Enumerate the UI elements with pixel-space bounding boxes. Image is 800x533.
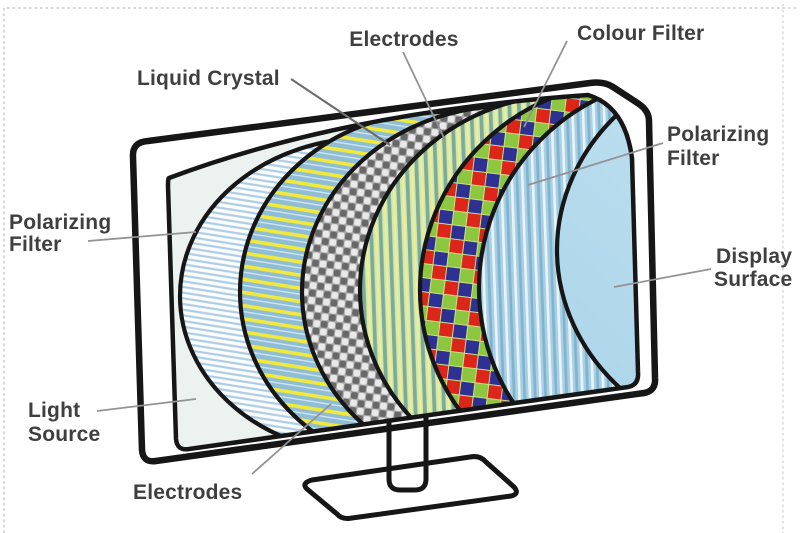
monitor-stand-neck bbox=[386, 412, 429, 493]
layer-display-surface bbox=[554, 95, 639, 450]
leader-colour-filter bbox=[523, 40, 568, 128]
page-dashed-border bbox=[3, 7, 796, 533]
label-polarizing-filter-right-line1: Polarizing bbox=[667, 123, 769, 146]
label-polarizing-filter-right-line2: Filter bbox=[667, 147, 720, 170]
leader-polarizing-right bbox=[527, 142, 664, 186]
label-liquid-crystal: Liquid Crystal bbox=[137, 67, 280, 90]
label-colour-filter: Colour Filter bbox=[577, 22, 704, 45]
label-light-source-line2: Source bbox=[28, 423, 100, 446]
label-display-surface-line2: Surface bbox=[714, 268, 792, 291]
leader-display-surface bbox=[613, 268, 712, 288]
label-electrodes-top: Electrodes bbox=[349, 28, 458, 51]
monitor-stand-base bbox=[302, 454, 519, 521]
leader-polarizing-left bbox=[87, 231, 197, 242]
label-light-source-line1: Light bbox=[28, 399, 80, 422]
monitor-frame bbox=[129, 79, 659, 465]
leader-light-source bbox=[96, 398, 197, 412]
label-electrodes-bottom: Electrodes bbox=[133, 481, 242, 504]
leader-liquid-crystal bbox=[290, 78, 391, 146]
label-polarizing-filter-left-line1: Polarizing bbox=[9, 211, 111, 234]
leader-electrodes-bottom bbox=[251, 403, 332, 475]
label-polarizing-filter-left-line2: Filter bbox=[9, 233, 62, 256]
label-display-surface-line1: Display bbox=[716, 245, 792, 268]
leader-electrodes-top bbox=[402, 51, 446, 141]
